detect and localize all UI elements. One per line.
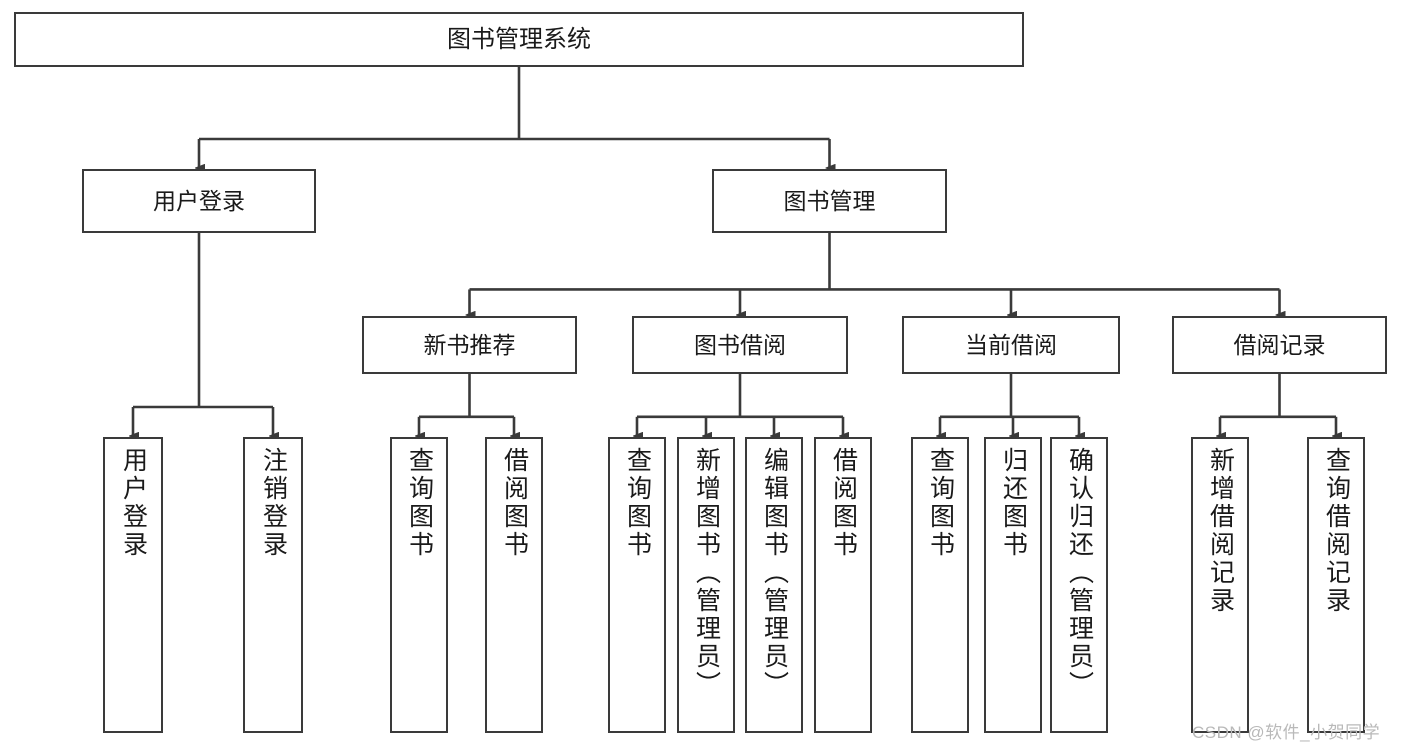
node-new-book-rec[interactable]: 新书推荐: [362, 316, 577, 374]
node-label: 图书管理: [783, 187, 876, 214]
node-leaf-add-rec[interactable]: 新增借阅记录: [1191, 437, 1249, 733]
node-leaf-confirm[interactable]: 确认归还（管理员）: [1050, 437, 1108, 733]
node-book-borrow[interactable]: 图书借阅: [632, 316, 848, 374]
node-leaf-query-rec[interactable]: 查询借阅记录: [1307, 437, 1365, 733]
node-leaf-user-login[interactable]: 用户登录: [103, 437, 163, 733]
node-leaf-return[interactable]: 归还图书: [984, 437, 1042, 733]
edge-paths: [133, 67, 1336, 436]
node-label: 新增借阅记录: [1206, 447, 1235, 615]
node-root[interactable]: 图书管理系统: [14, 12, 1024, 67]
node-label: 查询图书: [926, 447, 955, 559]
node-leaf-edit-book[interactable]: 编辑图书（管理员）: [745, 437, 803, 733]
node-leaf-logout[interactable]: 注销登录: [243, 437, 303, 733]
node-label: 当前借阅: [965, 331, 1057, 358]
node-label: 借阅图书: [829, 447, 858, 559]
node-leaf-borrow-2[interactable]: 借阅图书: [814, 437, 872, 733]
node-label: 新增图书（管理员）: [692, 447, 721, 699]
node-label: 图书借阅: [694, 331, 786, 358]
node-label: 用户登录: [119, 447, 148, 559]
node-label: 查询借阅记录: [1322, 447, 1351, 615]
node-label: 借阅图书: [500, 447, 529, 559]
node-label: 归还图书: [999, 447, 1028, 559]
node-leaf-query-3[interactable]: 查询图书: [911, 437, 969, 733]
node-borrow-record[interactable]: 借阅记录: [1172, 316, 1387, 374]
node-leaf-query-2[interactable]: 查询图书: [608, 437, 666, 733]
node-label: 新书推荐: [423, 331, 516, 358]
node-leaf-borrow-1[interactable]: 借阅图书: [485, 437, 543, 733]
node-label: 查询图书: [405, 447, 434, 559]
node-user-login[interactable]: 用户登录: [82, 169, 316, 233]
node-label: 借阅记录: [1233, 331, 1326, 358]
node-label: 注销登录: [259, 447, 288, 559]
node-label: 用户登录: [153, 187, 245, 214]
node-label: 查询图书: [623, 447, 652, 559]
node-leaf-query-1[interactable]: 查询图书: [390, 437, 448, 733]
watermark-text: CSDN @软件_小贺同学: [1192, 723, 1381, 742]
node-label: 图书管理系统: [447, 25, 591, 53]
node-book-manage[interactable]: 图书管理: [712, 169, 947, 233]
node-label: 编辑图书（管理员）: [760, 447, 789, 699]
node-label: 确认归还（管理员）: [1065, 447, 1094, 699]
node-leaf-add-book[interactable]: 新增图书（管理员）: [677, 437, 735, 733]
node-current-borrow[interactable]: 当前借阅: [902, 316, 1120, 374]
